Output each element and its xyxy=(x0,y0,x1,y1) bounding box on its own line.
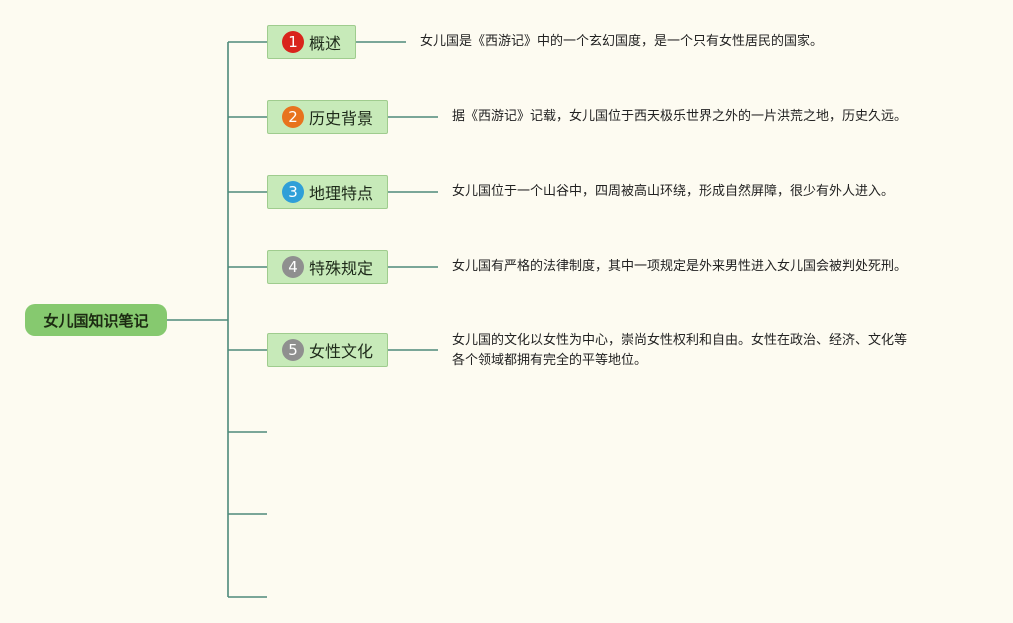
topic-description-1: 女儿国是《西游记》中的一个玄幻国度，是一个只有女性居民的国家。 xyxy=(420,34,824,49)
number-badge-2: 2 xyxy=(282,106,304,128)
topic-label: 历史背景 xyxy=(309,109,374,128)
topic-overview[interactable]: 1 概述 xyxy=(267,25,356,59)
topic-description-3: 女儿国位于一个山谷中，四周被高山环绕，形成自然屏障，很少有外人进入。 xyxy=(452,184,895,199)
topic-label: 地理特点 xyxy=(309,184,374,203)
topic-female-culture[interactable]: 5 女性文化 xyxy=(267,333,388,367)
topic-geography[interactable]: 3 地理特点 xyxy=(267,175,388,209)
topic-special-rules[interactable]: 4 特殊规定 xyxy=(267,250,388,284)
root-label: 女儿国知识笔记 xyxy=(43,311,149,330)
number-badge-3: 3 xyxy=(282,181,304,203)
topic-description-4: 女儿国有严格的法律制度，其中一项规定是外来男性进入女儿国会被判处死刑。 xyxy=(452,259,908,274)
topic-label: 概述 xyxy=(309,34,342,53)
number-badge-1: 1 xyxy=(282,31,304,53)
topic-label: 特殊规定 xyxy=(309,259,374,278)
topic-history[interactable]: 2 历史背景 xyxy=(267,100,388,134)
number-badge-5: 5 xyxy=(282,339,304,361)
number-badge-4: 4 xyxy=(282,256,304,278)
root-node[interactable]: 女儿国知识笔记 xyxy=(25,304,167,336)
topic-description-5: 女儿国的文化以女性为中心，崇尚女性权利和自由。女性在政治、经济、文化等 各个领域… xyxy=(452,333,908,368)
topic-description-2: 据《西游记》记载，女儿国位于西天极乐世界之外的一片洪荒之地，历史久远。 xyxy=(452,109,908,124)
topic-label: 女性文化 xyxy=(309,342,374,361)
